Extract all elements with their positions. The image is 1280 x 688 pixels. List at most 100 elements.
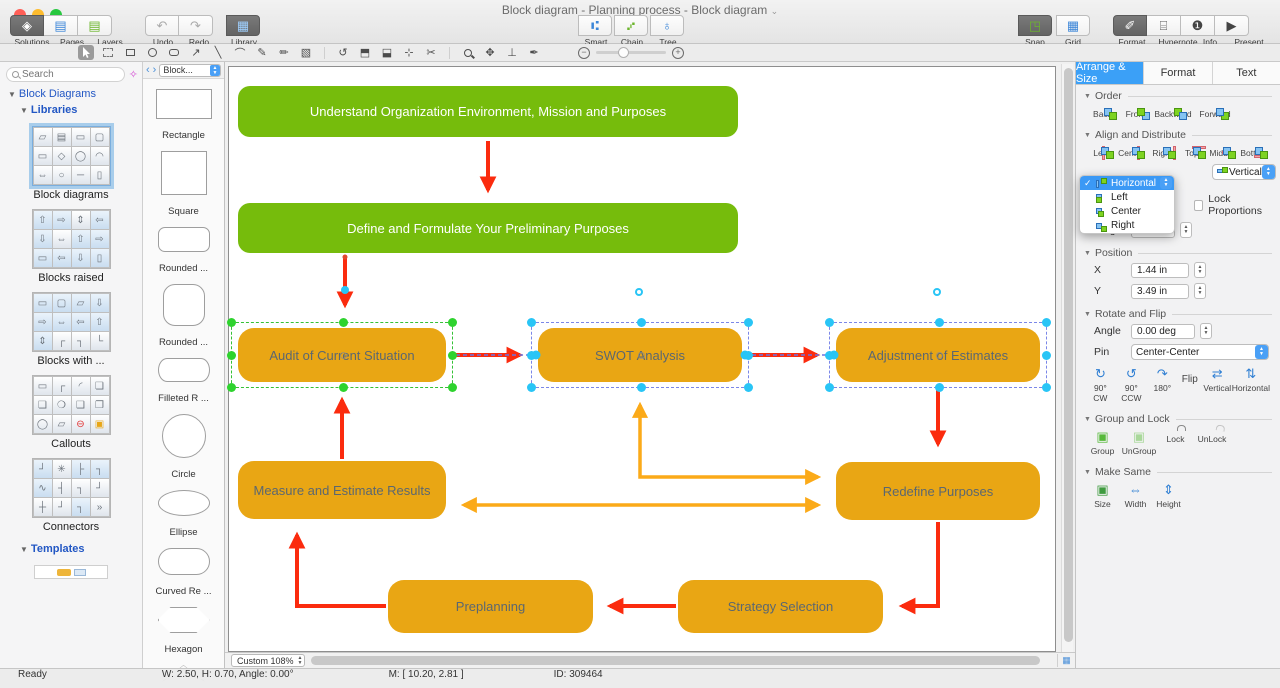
resize-handle[interactable] [744,318,753,327]
collapse-triangle-icon[interactable]: ▼ [1084,131,1091,139]
zoom-slider-knob[interactable] [618,47,629,58]
dropdown-option-left[interactable]: Left [1080,190,1174,204]
order-back-button[interactable]: Back [1086,107,1119,120]
undo-button[interactable]: ↶ [145,15,179,36]
page-corner-button[interactable]: ▦ [1057,654,1075,667]
selection-swot[interactable] [527,318,753,392]
pages-button[interactable]: ▤ [44,15,78,36]
connect-tool[interactable]: ⊹ [401,45,417,60]
library-card-blocks-raised[interactable]: ⇧⇨⇕⇦ ⇩⇔⇧⇨ ▭⇦⇩▯ Blocks raised [0,209,142,284]
style-wand-icon[interactable]: ✧ [128,69,138,81]
rotate-90cw-button[interactable]: ↻90° CW [1093,366,1108,403]
order-backward-button[interactable]: Backward [1154,108,1192,120]
make-same-height-button[interactable]: ⇕Height [1156,482,1181,509]
resize-handle[interactable] [935,318,944,327]
sidebar-item-libraries[interactable]: ▼Libraries [20,104,78,116]
format-painter-tool[interactable]: ⊥ [504,45,520,60]
zoom-out-button[interactable]: − [578,46,590,59]
collapse-triangle-icon[interactable]: ▼ [1084,468,1091,476]
shape-item-rounded-rect[interactable]: Rounded ... [143,227,224,274]
library-thumbnail[interactable]: ┘✳├┐ ∿┤┐┘ ┼┘┐» [31,458,111,518]
shape-item-curved-rect[interactable]: Curved Re ... [143,548,224,597]
checkbox-icon[interactable] [1194,199,1204,211]
angle-input[interactable]: 0.00 deg [1131,323,1195,339]
make-same-width-button[interactable]: ⇔Width [1124,482,1147,509]
flip-vertical-button[interactable]: ⇄Vertical [1203,366,1232,393]
block-strategy[interactable]: Strategy Selection [678,580,883,633]
library-card-blocks-with[interactable]: ▭▢▱⇩ ⇨⇔⇦⇧ ⇕┌┐└ Blocks with ... [0,292,142,367]
sidebar-item-templates[interactable]: ▼Templates [20,543,85,555]
library-card-connectors[interactable]: ┘✳├┐ ∿┤┐┘ ┼┘┐» Connectors [0,458,142,533]
flip-horizontal-button[interactable]: ⇅Horizontal [1231,366,1270,393]
library-card-block-diagrams[interactable]: ▱▤▭▢ ▭◇◯◠ ⇔○─▯ Block diagrams [0,123,142,201]
collapse-triangle-icon[interactable]: ▼ [1084,92,1091,100]
vertical-scrollbar-thumb[interactable] [1063,68,1073,642]
resize-handle[interactable] [744,351,753,360]
resize-handle[interactable] [825,318,834,327]
block-measure[interactable]: Measure and Estimate Results [238,461,446,519]
info-button[interactable]: ❶ [1181,15,1215,36]
x-stepper[interactable]: ▲▼ [1194,262,1206,278]
shape-edit-tool[interactable]: ▧ [298,45,314,60]
group-button[interactable]: ▣Group [1090,429,1115,456]
pencil-tool[interactable]: ✎ [254,45,270,60]
dropdown-option-right[interactable]: Right [1080,218,1174,233]
layers-button[interactable]: ▤ [78,15,112,36]
height-stepper[interactable]: ▲▼ [1180,222,1192,238]
resize-handle[interactable] [935,383,944,392]
library-thumbnail[interactable]: ⇧⇨⇕⇦ ⇩⇔⇧⇨ ▭⇦⇩▯ [31,209,111,269]
rotate-180-button[interactable]: ↷180° [1153,366,1172,393]
resize-handle[interactable] [227,318,236,327]
library-thumbnail[interactable]: ▱▤▭▢ ▭◇◯◠ ⇔○─▯ [28,123,114,189]
sidebar-item-block-diagrams[interactable]: ▼Block Diagrams [8,88,96,100]
block-define[interactable]: Define and Formulate Your Preliminary Pu… [238,203,738,253]
y-input[interactable]: 3.49 in [1131,283,1189,299]
dropdown-option-horizontal[interactable]: ✓ Horizontal ▲▼ [1080,176,1174,190]
resize-handle[interactable] [448,318,457,327]
smart-button[interactable]: ⑆ [578,15,612,36]
tab-format[interactable]: Format [1144,62,1213,84]
make-same-size-button[interactable]: ▣Size [1094,482,1111,509]
resize-handle[interactable] [339,318,348,327]
split-tool[interactable]: ✂ [423,45,439,60]
nav-back-icon[interactable]: ‹ [146,63,150,76]
collapse-triangle-icon[interactable]: ▼ [1084,415,1091,423]
zoom-tool[interactable] [460,45,476,60]
lock-proportions-checkbox[interactable]: Lock Proportions [1194,193,1272,217]
pan-tool[interactable]: ✥ [482,45,498,60]
horizontal-scrollbar[interactable] [309,655,1053,666]
resize-handle[interactable] [339,383,348,392]
unlock-button[interactable]: UnLock [1197,434,1227,444]
search-field[interactable] [22,69,92,80]
angle-stepper[interactable]: ▲▼ [1200,323,1212,339]
library-select[interactable]: Block... ▲▼ [159,63,221,77]
resize-handle[interactable] [1042,383,1051,392]
arc-tool[interactable]: ⌒ [232,45,248,60]
collapse-triangle-icon[interactable]: ▼ [1084,249,1091,257]
canvas-zoom-select[interactable]: Custom 108% ▲▼ [231,654,306,667]
present-button[interactable]: ▶ [1215,15,1249,36]
eyedropper-tool[interactable]: ✒ [526,45,542,60]
shape-item-square[interactable]: Square [143,151,224,217]
x-input[interactable]: 1.44 in [1131,262,1189,278]
select-tool[interactable] [78,45,94,60]
rounded-rect-tool[interactable] [166,45,182,60]
search-input[interactable] [6,67,125,82]
rotation-handle[interactable] [933,288,941,296]
shape-item-hexagon[interactable]: Hexagon [143,607,224,655]
tab-text[interactable]: Text [1236,67,1257,79]
grid-button[interactable]: ▦ [1056,15,1090,36]
distribute-vertical-select[interactable]: Vertical ▲▼ [1212,164,1276,180]
library-thumbnail[interactable]: ▭┌◜❏ ❏❍❑❐ ◯▱⊖▣ [31,375,111,435]
resize-handle[interactable] [825,351,834,360]
tab-arrange-size[interactable]: Arrange & Size [1076,61,1145,85]
node-edit-tool[interactable]: ✏ [276,45,292,60]
rotate-tool[interactable]: ↺ [335,45,351,60]
shape-item-circle[interactable]: Circle [143,414,224,480]
template-thumbnail[interactable] [34,565,108,579]
rotate-90ccw-button[interactable]: ↺90° CCW [1121,366,1142,403]
bring-front-tool[interactable]: ⬒ [357,45,373,60]
tree-button[interactable]: ♁ [650,15,684,36]
rectangle-tool[interactable] [122,45,138,60]
ungroup-button[interactable]: ▣UnGroup [1121,429,1157,456]
